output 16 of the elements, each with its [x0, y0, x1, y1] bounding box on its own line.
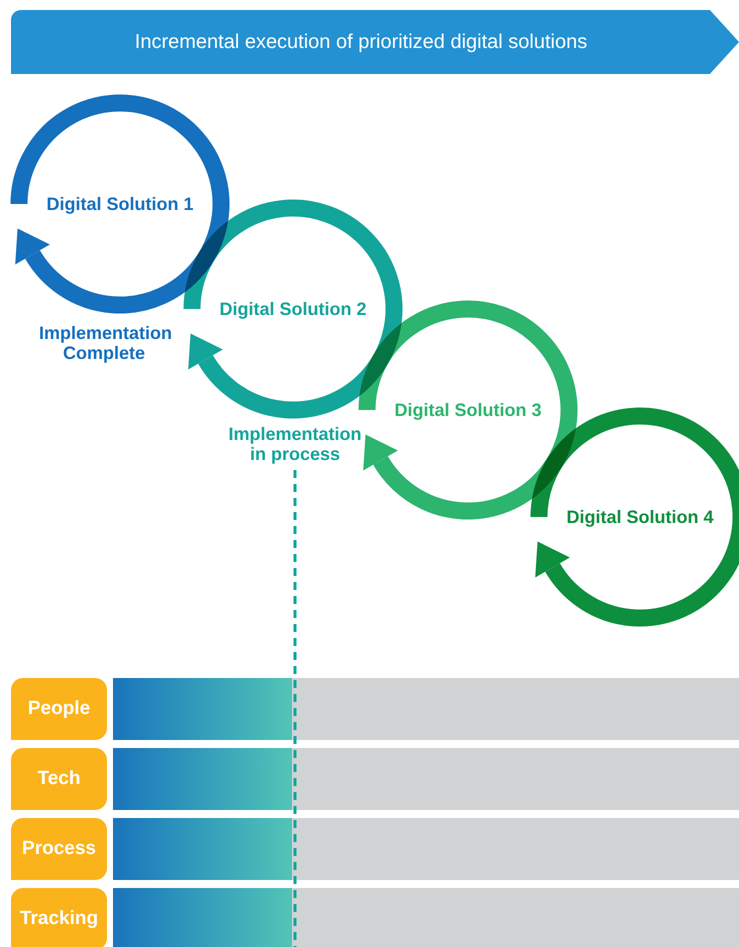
category-tab: Tracking	[11, 888, 107, 947]
status-label: Implementation in process	[225, 424, 365, 464]
progress-bar-filled	[113, 678, 292, 740]
category-tab: Process	[11, 818, 107, 880]
progress-bar-filled	[113, 818, 292, 880]
solution-label: Digital Solution 3	[394, 398, 542, 422]
title-text: Incremental execution of prioritized digital solutions	[134, 30, 588, 55]
status-label: Implementation Complete	[39, 323, 169, 363]
solution-label: Digital Solution 4	[566, 506, 714, 529]
progress-bar-filled	[113, 888, 292, 947]
dashed-leader-line	[294, 470, 296, 947]
solution-label: Digital Solution 1	[46, 192, 194, 216]
category-tab: People	[11, 678, 107, 740]
progress-bar-filled	[113, 748, 292, 810]
category-tab: Tech	[11, 748, 107, 810]
solution-label: Digital Solution 2	[220, 298, 366, 321]
